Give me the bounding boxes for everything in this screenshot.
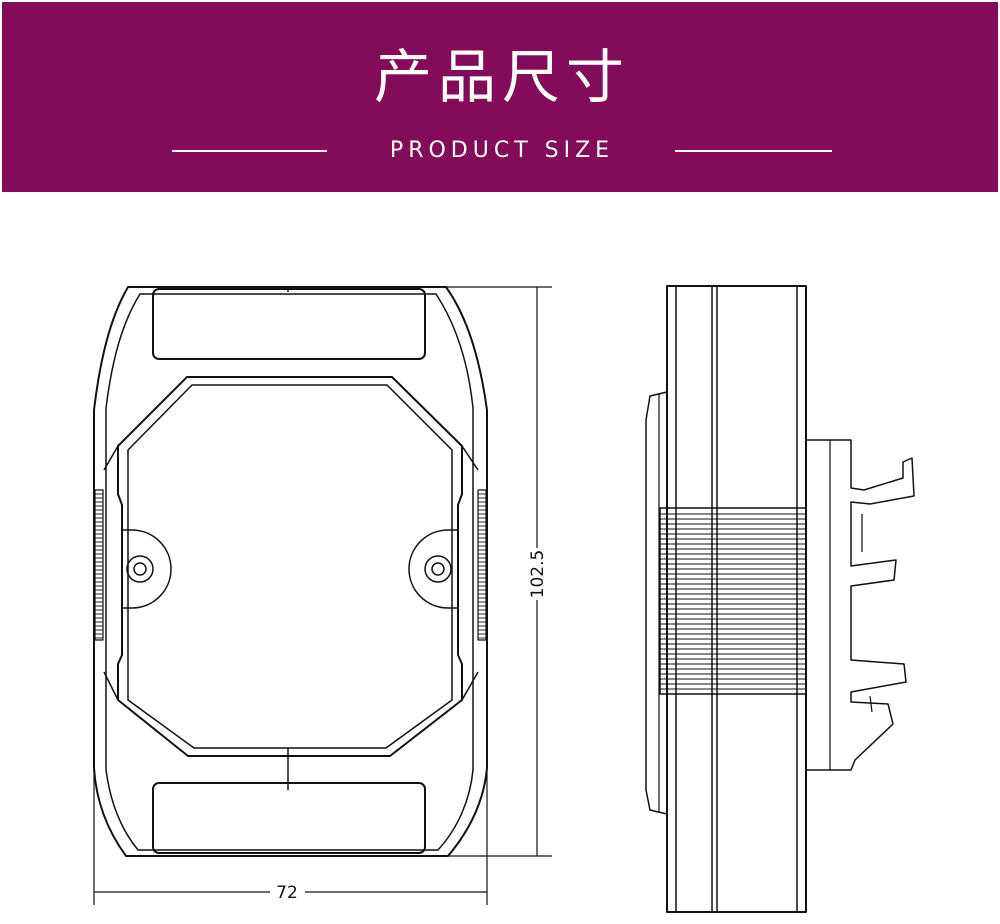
right-mount-hole-inner: [431, 562, 445, 576]
right-mount-ear: [408, 529, 458, 609]
front-top-label-panel: [152, 288, 426, 360]
right-mount-hole-outer: [424, 555, 452, 583]
side-grip-band: [659, 507, 807, 695]
front-bottom-label-panel: [152, 782, 426, 854]
width-dimension-label: 72: [276, 883, 298, 903]
bevel-line: [461, 445, 479, 471]
bevel-line: [103, 671, 119, 701]
right-grip-ridges: [477, 489, 487, 641]
left-grip-ridges: [94, 489, 104, 641]
left-mount-ear: [122, 529, 172, 609]
front-inner-outline: [105, 293, 474, 851]
front-view: [93, 286, 488, 857]
bevel-line: [103, 445, 119, 471]
front-center-face-inner: [127, 384, 453, 749]
decorative-rule-right: [675, 150, 832, 152]
title-chinese: 产品尺寸: [373, 43, 630, 111]
height-dimension-label: 102.5: [528, 550, 548, 599]
title-english: PRODUCT SIZE: [389, 138, 615, 163]
left-mount-hole-outer: [126, 555, 154, 583]
left-mount-hole-inner: [133, 562, 147, 576]
din-rail-clip: [806, 439, 915, 771]
front-center-face-outer: [117, 376, 463, 757]
din-clip-detail: [869, 695, 873, 713]
side-front-protrusion: [645, 391, 668, 815]
dimension-lines: [93, 286, 552, 905]
decorative-rule-left: [172, 150, 327, 152]
side-view: [645, 285, 915, 913]
bevel-line: [461, 671, 479, 701]
header-banner: 产品尺寸 PRODUCT SIZE: [2, 2, 998, 192]
